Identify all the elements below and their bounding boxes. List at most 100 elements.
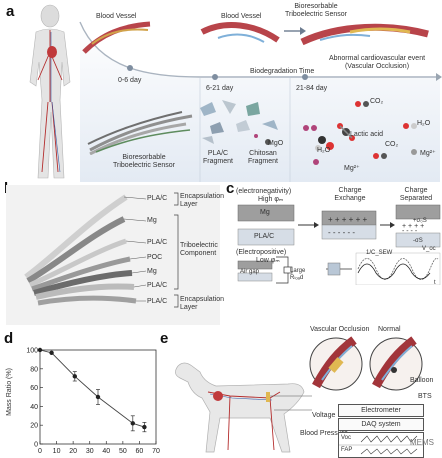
label-normal: Normal (378, 326, 401, 333)
data-point (72, 374, 77, 379)
label-electropositive: (Electropositive) (236, 249, 287, 256)
y-tick-label: 0 (34, 442, 38, 449)
label-mgo: MgO (268, 140, 284, 147)
group-encapsulation-top: Encapsulation Layer (180, 193, 224, 208)
fragments-illustration (200, 100, 278, 145)
x-tick-label: 60 (136, 448, 144, 455)
x-tick-label: 30 (86, 448, 94, 455)
label-co2-b: CO₂ (385, 141, 399, 148)
group-triboelectric: Triboelectric Component (180, 242, 218, 257)
label-voltage: Voltage (312, 412, 336, 419)
y-tick-label: 40 (30, 404, 38, 411)
layer-label-5: Mg (147, 268, 157, 275)
label-charge-separated: Charge Separated (399, 187, 433, 202)
svg-text:+ + + + + +: + + + + + + (328, 215, 367, 224)
label-bioresorbable-title: Bioresorbable Triboelectric Sensor (285, 3, 347, 18)
daq-box: DAQ system (338, 418, 424, 431)
watermark: MEMS (410, 438, 434, 447)
layer-label-6: PLA/C (147, 282, 168, 289)
layer-label-3: PLA/C (147, 239, 168, 246)
label-high-phi: High φₘ (258, 196, 284, 203)
x-tick-label: 70 (152, 448, 160, 455)
label-mg-c: Mg (260, 209, 270, 216)
label-mg2-b: Mg²⁺ (344, 165, 360, 172)
y-tick-label: 60 (30, 385, 38, 392)
label-daq: DAQ system (361, 421, 401, 428)
y-tick-label: 100 (26, 348, 38, 355)
dog-illustration (175, 362, 312, 453)
y-tick-label: 80 (30, 366, 38, 373)
label-q-bottom: -σS (413, 238, 423, 244)
data-point (49, 350, 54, 356)
label-lactic-acid: Lactic acid (350, 131, 384, 138)
molecules-illustration (303, 101, 417, 165)
label-chitosan-fragment: Chitosan Fragment (248, 150, 278, 165)
y-axis-label: Mass Ratio (%) (5, 368, 13, 416)
x-tick-label: 0 (38, 448, 42, 455)
label-bts: BTS (418, 393, 432, 400)
label-day-6-21: 6-21 day (206, 85, 234, 92)
label-h2o-a: H₂O (417, 120, 431, 127)
vessel-illustration-normal (200, 22, 280, 43)
data-point (142, 424, 147, 430)
data-point (37, 347, 43, 353)
label-mg2-a: Mg²⁺ (420, 150, 436, 157)
label-charge-exchange: Charge Exchange (334, 187, 366, 202)
data-point (95, 394, 101, 400)
electrometer-box: Electrometer (338, 404, 424, 417)
label-vascular-occlusion: Vascular Occlusion (310, 326, 370, 333)
label-h2o-b: H₂O (317, 147, 331, 154)
mass-ratio-chart: 0 20 40 60 80 100 0 10 20 30 40 50 60 70 (26, 347, 160, 456)
label-abnormal-event: Abnormal cardiovascular event (Vascular … (328, 55, 426, 70)
label-pla-c: PLA/C (254, 233, 275, 240)
data-point (130, 421, 135, 426)
label-q-top: +σ₀S (413, 218, 427, 224)
label-low-phi: Low φₘ (256, 257, 280, 264)
sensor-strips-illustration (87, 111, 193, 155)
arrow-normal-to-abnormal (284, 27, 306, 35)
group-encapsulation-bottom: Encapsulation Layer (180, 296, 224, 311)
charge-diagram: + + + + + + - - - - - - + + + + - - - - (237, 204, 441, 285)
zoom-normal (369, 336, 423, 391)
x-tick-label: 10 (53, 448, 61, 455)
series-line (39, 349, 145, 428)
label-csw: 1/C_SEW (366, 250, 393, 256)
label-fap: FAP (341, 447, 353, 453)
signal-display-box: Voc FAP (338, 432, 424, 458)
svg-text:- - - - - -: - - - - - - (328, 228, 355, 237)
svg-text:- - - -: - - - - (402, 228, 418, 235)
layer-label-7: PLA/C (147, 298, 168, 305)
signal-traces (339, 435, 423, 455)
layer-stack-illustration (6, 185, 220, 325)
svg-text:+ + + +: + + + + (402, 223, 424, 230)
vessel-illustration-a (82, 21, 151, 54)
x-tick-label: 20 (69, 448, 77, 455)
label-blood-pressure: Blood Pressure (300, 430, 348, 437)
y-tick-label: 20 (30, 423, 38, 430)
label-biodegradation-time: Biodegradation Time (250, 68, 315, 75)
label-blood-vessel-left: Blood Vessel (96, 13, 137, 20)
label-day-0-6: 0-6 day (118, 77, 142, 84)
label-large-r: Large Rₗₒₐd (290, 268, 306, 281)
label-blood-vessel-right: Blood Vessel (221, 13, 262, 20)
x-tick-label: 40 (102, 448, 110, 455)
vessel-illustration-occlusion (300, 23, 429, 46)
panel-d-letter: d (4, 330, 14, 347)
label-voc: V_oc (422, 246, 436, 252)
layer-label-4: POC (147, 254, 163, 261)
x-tick-label: 50 (119, 448, 127, 455)
label-electronegativity: (electronegativity) (236, 188, 292, 195)
layer-label-1: PLA/C (147, 195, 168, 202)
label-sensor: Bioresorbable Triboelectric Sensor (113, 154, 175, 169)
label-pla-fragment: PLA/C Fragment (203, 150, 233, 165)
label-day-21-84: 21-84 day (296, 85, 328, 92)
label-voc-e: Voc (341, 435, 352, 441)
plot-frame (39, 349, 157, 445)
label-electrometer: Electrometer (361, 407, 401, 414)
panel-a-letter: a (6, 3, 15, 20)
human-body-illustration (29, 4, 71, 179)
label-air-gap: Air gap (240, 269, 260, 275)
label-t-axis: t (434, 280, 436, 286)
label-balloon: Balloon (410, 377, 434, 384)
panel-c-letter: c (226, 180, 235, 197)
